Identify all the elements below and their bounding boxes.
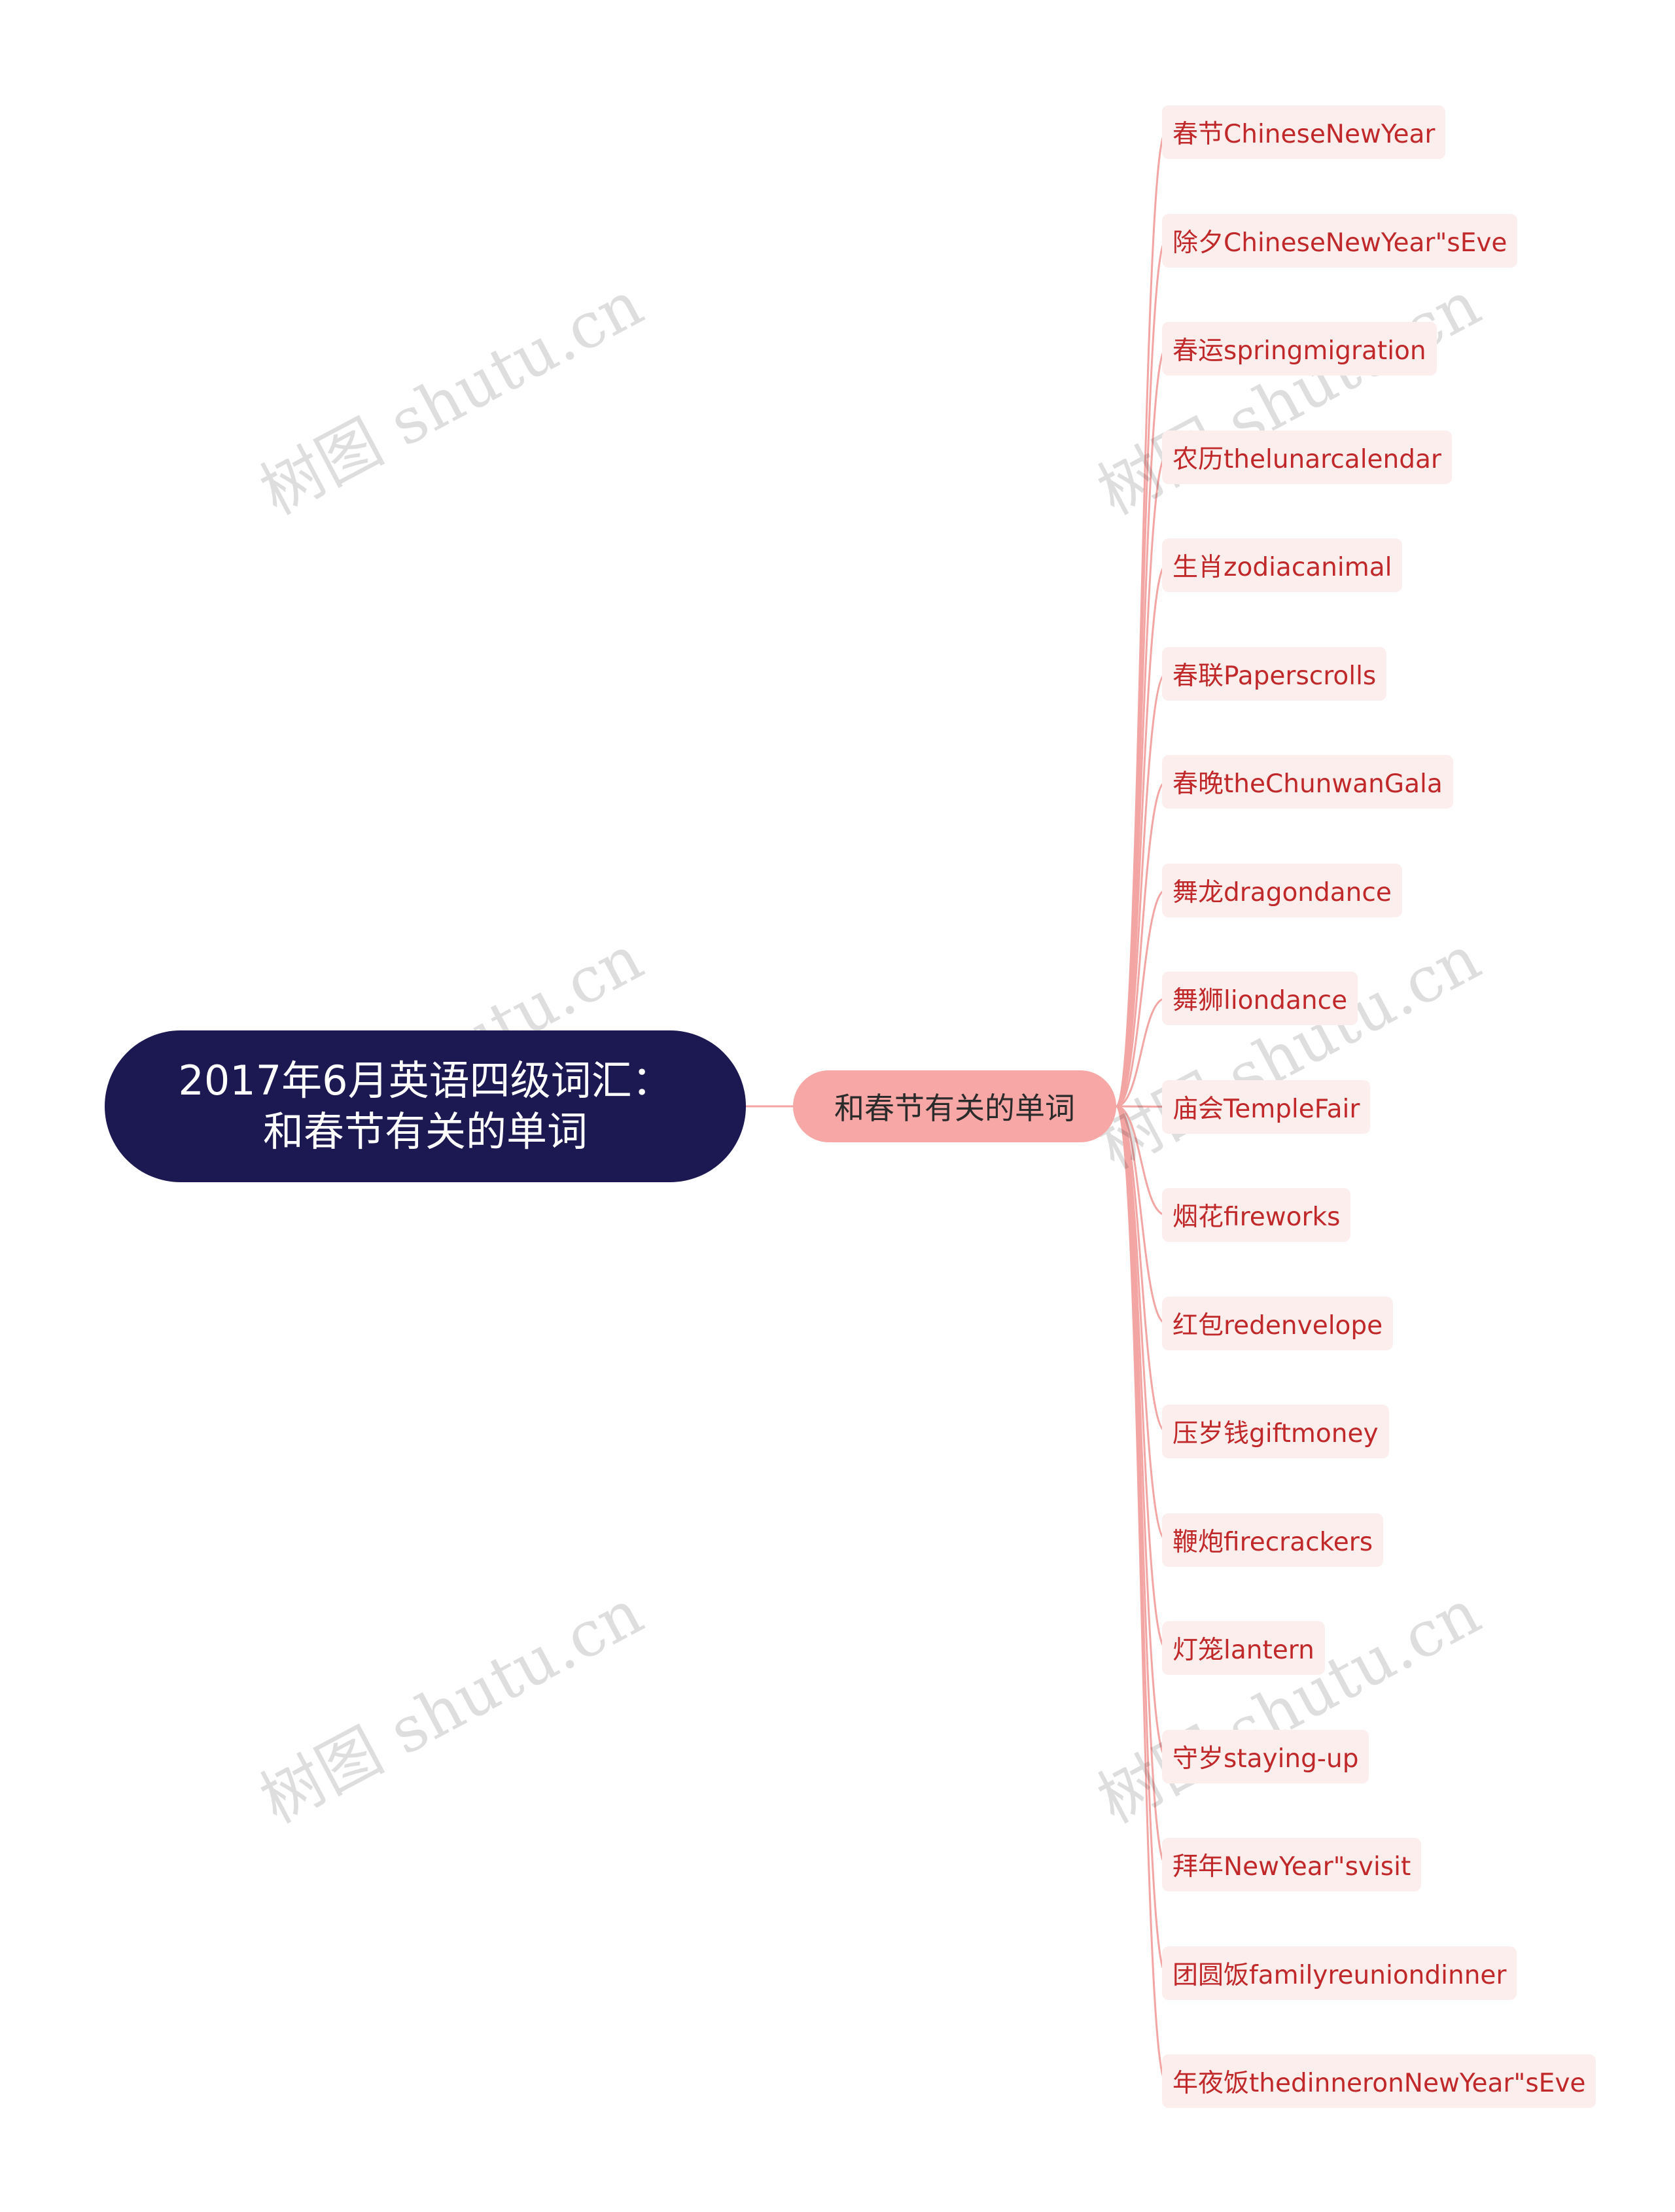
leaf-node[interactable]: 红包redenvelope <box>1162 1296 1394 1350</box>
leaf-label: 烟花fireworks <box>1172 1203 1341 1232</box>
leaf-label: 压岁钱giftmoney <box>1172 1419 1379 1448</box>
leaf-label: 舞龙dragondance <box>1172 877 1392 907</box>
leaf-label: 守岁staying-up <box>1172 1744 1359 1774</box>
branch-leaf-connector <box>1115 456 1167 1108</box>
leaf-node[interactable]: 烟花fireworks <box>1162 1188 1351 1242</box>
leaf-label: 春节ChineseNewYear <box>1172 120 1436 149</box>
leaf-node[interactable]: 压岁钱giftmoney <box>1162 1405 1389 1458</box>
root-topic-node[interactable]: 2017年6月英语四级词汇：和春节有关的单词 <box>105 1030 746 1182</box>
leaf-label: 年夜饭thedinneronNewYear"sEve <box>1172 2069 1586 2098</box>
leaf-node[interactable]: 鞭炮firecrackers <box>1162 1513 1384 1567</box>
leaf-node[interactable]: 年夜饭thedinneronNewYear"sEve <box>1162 2054 1596 2108</box>
leaf-node[interactable]: 舞龙dragondance <box>1162 863 1402 917</box>
leaf-label: 庙会TempleFair <box>1172 1094 1360 1124</box>
branch-leaf-connector <box>1115 1105 1167 2082</box>
leaf-label: 春联Paperscrolls <box>1172 661 1377 691</box>
branch-leaf-connector <box>1116 673 1167 1108</box>
leaf-node[interactable]: 灯笼lantern <box>1162 1621 1325 1675</box>
leaf-node[interactable]: 生肖zodiacanimal <box>1162 538 1403 592</box>
leaf-label: 春晚theChunwanGala <box>1172 769 1443 799</box>
leaf-label: 农历thelunarcalendar <box>1172 444 1441 474</box>
leaf-label: 拜年NewYear"svisit <box>1172 1852 1411 1882</box>
leaf-label: 春运springmigration <box>1172 336 1426 366</box>
leaf-node[interactable]: 团圆饭familyreuniondinner <box>1162 1946 1517 2000</box>
leaf-label: 舞狮liondance <box>1172 986 1348 1015</box>
leaf-node[interactable]: 春节ChineseNewYear <box>1162 105 1446 159</box>
branch-leaf-connector <box>1116 1105 1167 1324</box>
leaf-node[interactable]: 春联Paperscrolls <box>1162 646 1387 701</box>
leaf-node[interactable]: 春运springmigration <box>1162 322 1437 376</box>
leaf-label: 红包redenvelope <box>1172 1310 1383 1341</box>
branch-leaf-connector <box>1116 1105 1167 1433</box>
branch-leaf-connector <box>1116 781 1167 1108</box>
branch-leaf-connector <box>1115 1105 1167 1757</box>
leaf-label: 除夕ChineseNewYear"sEve <box>1172 228 1508 258</box>
root-topic-title: 2017年6月英语四级词汇：和春节有关的单词 <box>178 1057 673 1155</box>
branch-topic-label: 和春节有关的单词 <box>834 1091 1075 1126</box>
leaf-node[interactable]: 舞狮liondance <box>1162 972 1358 1025</box>
branch-leaf-connector <box>1116 1105 1167 1108</box>
leaf-node[interactable]: 除夕ChineseNewYear"sEve <box>1162 213 1518 268</box>
branch-leaf-connector <box>1116 997 1167 1108</box>
branch-leaf-connector <box>1116 889 1167 1108</box>
leaf-node[interactable]: 农历thelunarcalendar <box>1162 430 1452 484</box>
leaf-node[interactable]: 春晚theChunwanGala <box>1162 755 1453 809</box>
leaf-label: 鞭炮firecrackers <box>1172 1527 1373 1557</box>
branch-leaf-connector <box>1116 564 1167 1108</box>
branch-leaf-connector <box>1116 1105 1167 1216</box>
leaf-label: 灯笼lantern <box>1172 1636 1314 1665</box>
leaf-label: 团圆饭familyreuniondinner <box>1172 1960 1507 1990</box>
branch-topic-node[interactable]: 和春节有关的单词 <box>793 1070 1116 1142</box>
leaf-node[interactable]: 守岁staying-up <box>1162 1729 1369 1783</box>
leaf-label: 生肖zodiacanimal <box>1172 553 1392 582</box>
leaf-node[interactable]: 拜年NewYear"svisit <box>1162 1838 1422 1891</box>
leaf-node[interactable]: 庙会TempleFair <box>1162 1080 1371 1134</box>
